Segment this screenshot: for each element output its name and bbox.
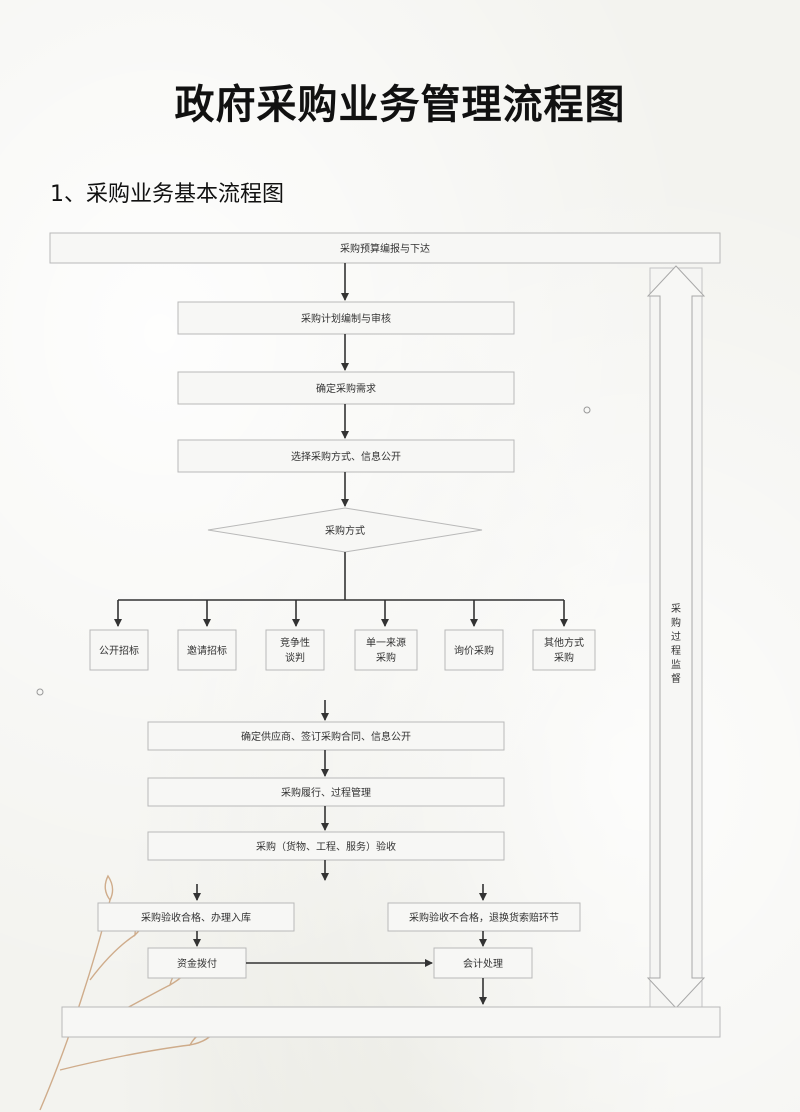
select-method-label: 选择采购方式、信息公开 — [291, 450, 401, 463]
supervision-side-column: 采 购 过 程 监 督 — [646, 265, 706, 1009]
method-open-tender: 公开招标 — [89, 629, 149, 671]
performance-label: 采购履行、过程管理 — [281, 786, 371, 799]
side-label-char: 监 — [671, 658, 681, 671]
contract-label: 确定供应商、签订采购合同、信息公开 — [241, 730, 411, 743]
method-decision: 采购方式 — [207, 507, 483, 553]
method-invited-tender: 邀请招标 — [177, 629, 237, 671]
method-inquiry: 询价采购 — [444, 629, 504, 671]
accounting-box: 会计处理 — [433, 947, 533, 979]
method-competitive-negotiation: 竞争性 谈判 — [265, 629, 325, 671]
fail-box: 采购验收不合格，退换货索赔环节 — [387, 902, 581, 932]
method-label: 询价采购 — [454, 644, 494, 657]
budget-label: 采购预算编报与下达 — [340, 242, 430, 255]
pass-box: 采购验收合格、办理入库 — [97, 902, 295, 932]
demand-label: 确定采购需求 — [316, 382, 376, 395]
stray-mark — [583, 406, 591, 414]
method-label: 公开招标 — [99, 644, 139, 657]
section-subtitle: 1、采购业务基本流程图 — [50, 182, 284, 207]
acceptance-box: 采购（货物、工程、服务）验收 — [147, 831, 505, 861]
budget-box: 采购预算编报与下达 — [49, 232, 721, 264]
method-label: 采购 — [554, 651, 574, 664]
side-label-char: 购 — [671, 616, 681, 629]
plan-label: 采购计划编制与审核 — [301, 312, 391, 325]
acceptance-label: 采购（货物、工程、服务）验收 — [256, 840, 396, 853]
fail-label: 采购验收不合格，退换货索赔环节 — [409, 911, 559, 924]
select-method-box: 选择采购方式、信息公开 — [177, 439, 515, 473]
decision-label: 采购方式 — [325, 524, 365, 537]
method-single-source: 单一来源 采购 — [354, 629, 418, 671]
side-label-char: 督 — [671, 672, 681, 685]
payment-box: 资金拨付 — [147, 947, 247, 979]
pass-label: 采购验收合格、办理入库 — [141, 911, 251, 924]
payment-label: 资金拨付 — [177, 957, 217, 970]
plan-box: 采购计划编制与审核 — [177, 301, 515, 335]
method-label: 竞争性 — [280, 636, 310, 649]
bottom-bar — [61, 1006, 721, 1038]
method-label: 其他方式 — [544, 636, 584, 649]
method-label: 谈判 — [285, 651, 305, 664]
contract-box: 确定供应商、签订采购合同、信息公开 — [147, 721, 505, 751]
performance-box: 采购履行、过程管理 — [147, 777, 505, 807]
side-label-char: 采 — [671, 603, 681, 615]
accounting-label: 会计处理 — [463, 957, 503, 970]
demand-box: 确定采购需求 — [177, 371, 515, 405]
method-label: 采购 — [376, 651, 396, 664]
side-label-char: 程 — [671, 645, 681, 657]
stray-mark — [36, 688, 44, 696]
method-label: 邀请招标 — [187, 644, 227, 657]
side-label-char: 过 — [671, 630, 681, 643]
method-other: 其他方式 采购 — [532, 629, 596, 671]
page-title: 政府采购业务管理流程图 — [174, 82, 626, 128]
method-label: 单一来源 — [366, 636, 406, 649]
